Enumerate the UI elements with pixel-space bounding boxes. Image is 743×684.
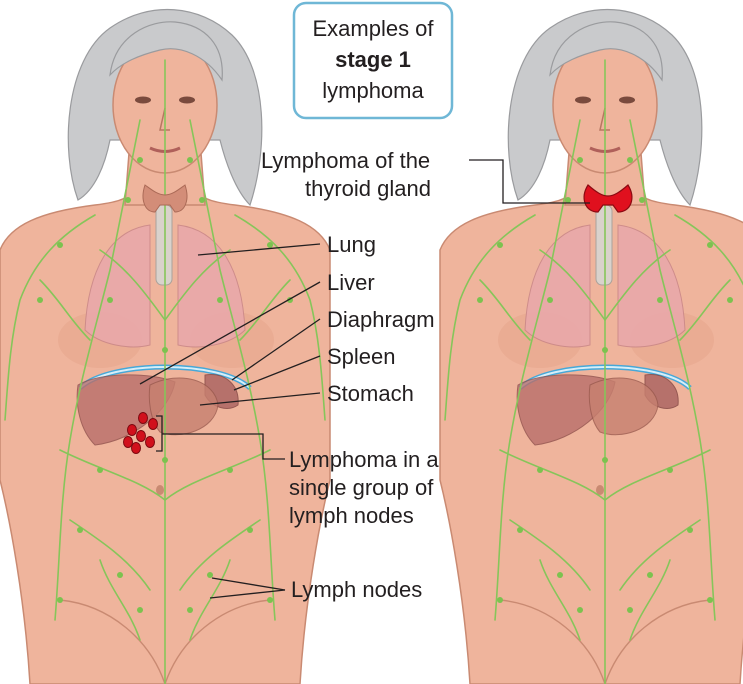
label-single-group-line2: single group of (289, 475, 434, 500)
label-single-group-line1: Lymphoma in a (289, 447, 439, 472)
label-lymph-nodes: Lymph nodes (291, 577, 422, 602)
label-lung: Lung (327, 232, 376, 257)
label-stomach: Stomach (327, 381, 414, 406)
label-liver: Liver (327, 270, 375, 295)
title-line3: lymphoma (322, 78, 424, 103)
title-line2: stage 1 (335, 47, 411, 72)
label-single-group-line3: lymph nodes (289, 503, 414, 528)
label-spleen: Spleen (327, 344, 396, 369)
right-body-figure (440, 10, 743, 684)
label-thyroid-line1: Lymphoma of the (261, 148, 430, 173)
label-thyroid-line2: thyroid gland (305, 176, 431, 201)
label-diaphragm: Diaphragm (327, 307, 435, 332)
title-box: Examples of stage 1 lymphoma (294, 3, 452, 118)
title-line1: Examples of (312, 16, 434, 41)
